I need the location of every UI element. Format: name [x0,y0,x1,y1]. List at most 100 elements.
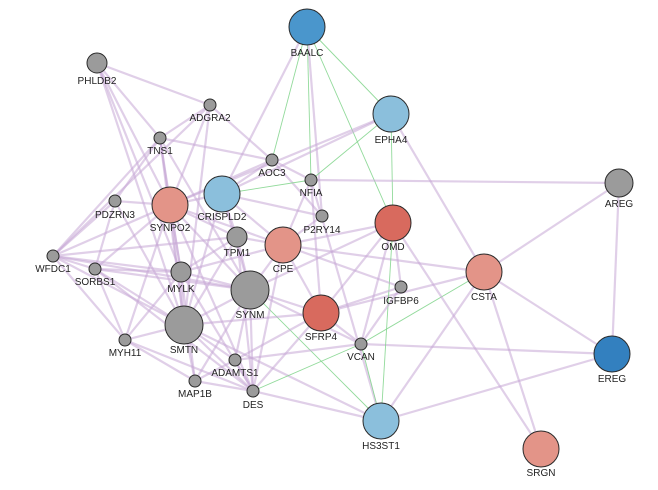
edge-mylk-myh11 [124,271,182,341]
edge-phldb2-smtn [95,62,186,326]
node-label-cpe: CPE [273,264,294,275]
edge-p2ry14-aoc3 [271,159,323,217]
edge-igfbp6-vcan [360,286,402,345]
node-circle-baalc[interactable] [288,8,326,46]
node-synm[interactable]: SYNM [230,270,270,321]
node-circle-hs3st1[interactable] [362,402,400,440]
node-p2ry14[interactable]: P2RY14 [303,209,341,236]
node-phldb2[interactable]: PHLDB2 [78,52,117,87]
edge-aoc3-adgra2 [209,104,273,161]
edge-omd-sfrp4 [320,222,394,314]
node-label-vcan: VCAN [347,352,375,363]
node-circle-aoc3[interactable] [265,153,279,167]
node-circle-tpm1[interactable] [226,226,248,248]
edge-srgn-omd [392,222,542,450]
node-wfdc1[interactable]: WFDC1 [35,249,71,275]
node-label-phldb2: PHLDB2 [78,76,117,87]
node-circle-sorbs1[interactable] [88,262,102,276]
node-tpm1[interactable]: TPM1 [224,226,251,259]
edge-baalc-omd [306,26,394,224]
node-circle-synm[interactable] [230,270,270,310]
edge-areg-csta [483,182,620,273]
node-circle-igfbp6[interactable] [394,280,408,294]
edge-adamts1-map1b [194,359,236,382]
node-csta[interactable]: CSTA [465,253,503,303]
node-label-synm: SYNM [236,310,265,321]
node-label-p2ry14: P2RY14 [303,225,341,236]
node-areg[interactable]: AREG [604,168,634,210]
node-adgra2[interactable]: ADGRA2 [189,98,231,124]
node-baalc[interactable]: BAALC [288,8,326,59]
edge-phldb2-tns1 [96,62,161,139]
edge-hs3st1-des [252,389,382,423]
node-label-wfdc1: WFDC1 [35,264,71,275]
node-label-tns1: TNS1 [147,146,173,157]
node-circle-smtn[interactable] [164,305,204,345]
node-circle-crispld2[interactable] [203,175,241,213]
node-circle-wfdc1[interactable] [46,249,60,263]
node-circle-des[interactable] [246,384,260,398]
node-circle-sfrp4[interactable] [302,294,340,332]
node-vcan[interactable]: VCAN [347,337,375,363]
node-circle-map1b[interactable] [188,374,202,388]
edge-ereg-vcan [360,342,613,356]
node-circle-pdzrn3[interactable] [108,194,122,208]
node-tns1[interactable]: TNS1 [147,131,173,157]
node-circle-adamts1[interactable] [228,353,242,367]
node-label-ereg: EREG [598,374,627,385]
node-circle-myh11[interactable] [118,333,132,347]
node-sorbs1[interactable]: SORBS1 [75,262,116,288]
node-circle-areg[interactable] [604,168,634,198]
node-circle-epha4[interactable] [372,95,410,133]
edge-adamts1-vcan [234,342,362,362]
node-des[interactable]: DES [243,384,264,411]
node-pdzrn3[interactable]: PDZRN3 [95,194,135,221]
node-circle-cpe[interactable] [264,226,302,264]
edge-aoc3-tns1 [159,136,273,162]
node-circle-ereg[interactable] [593,335,631,373]
node-circle-vcan[interactable] [354,337,368,351]
node-hs3st1[interactable]: HS3ST1 [362,402,400,452]
node-circle-phldb2[interactable] [86,52,108,74]
node-sfrp4[interactable]: SFRP4 [302,294,340,343]
node-circle-srgn[interactable] [522,430,560,468]
node-myh11[interactable]: MYH11 [109,333,142,359]
node-circle-omd[interactable] [374,204,412,242]
node-srgn[interactable]: SRGN [522,430,560,479]
edge-csta-ereg [483,271,613,355]
node-circle-nfia[interactable] [304,173,318,187]
node-circle-adgra2[interactable] [203,98,217,112]
node-epha4[interactable]: EPHA4 [372,95,410,146]
node-circle-csta[interactable] [465,253,503,291]
edge-myh11-map1b [124,339,196,382]
node-smtn[interactable]: SMTN [164,305,204,356]
edge-mylk-tpm1 [180,236,238,273]
node-mylk[interactable]: MYLK [167,261,195,295]
node-nfia[interactable]: NFIA [300,173,323,199]
node-igfbp6[interactable]: IGFBP6 [383,280,419,307]
node-ereg[interactable]: EREG [593,335,631,385]
node-omd[interactable]: OMD [374,204,412,253]
node-circle-tns1[interactable] [153,131,167,145]
edge-epha4-crispld2 [221,113,392,195]
node-map1b[interactable]: MAP1B [178,374,212,400]
node-circle-synpo2[interactable] [151,186,189,224]
edge-baalc-aoc3 [271,26,308,161]
node-label-sfrp4: SFRP4 [305,332,338,343]
edge-sorbs1-myh11 [93,268,127,341]
node-crispld2[interactable]: CRISPLD2 [198,175,247,223]
edge-adgra2-smtn [182,104,212,326]
node-cpe[interactable]: CPE [264,226,302,275]
edge-wfdc1-myh11 [52,255,126,341]
edge-epha4-csta [390,113,485,273]
node-aoc3[interactable]: AOC3 [258,153,286,179]
node-circle-mylk[interactable] [170,261,192,283]
node-label-tpm1: TPM1 [224,248,251,259]
edge-myh11-des [124,338,254,393]
node-adamts1[interactable]: ADAMTS1 [211,353,259,379]
edge-areg-ereg [610,182,621,355]
node-circle-p2ry14[interactable] [315,209,329,223]
node-synpo2[interactable]: SYNPO2 [150,186,191,234]
edge-omd-cpe [282,221,394,247]
node-label-adamts1: ADAMTS1 [211,368,259,379]
